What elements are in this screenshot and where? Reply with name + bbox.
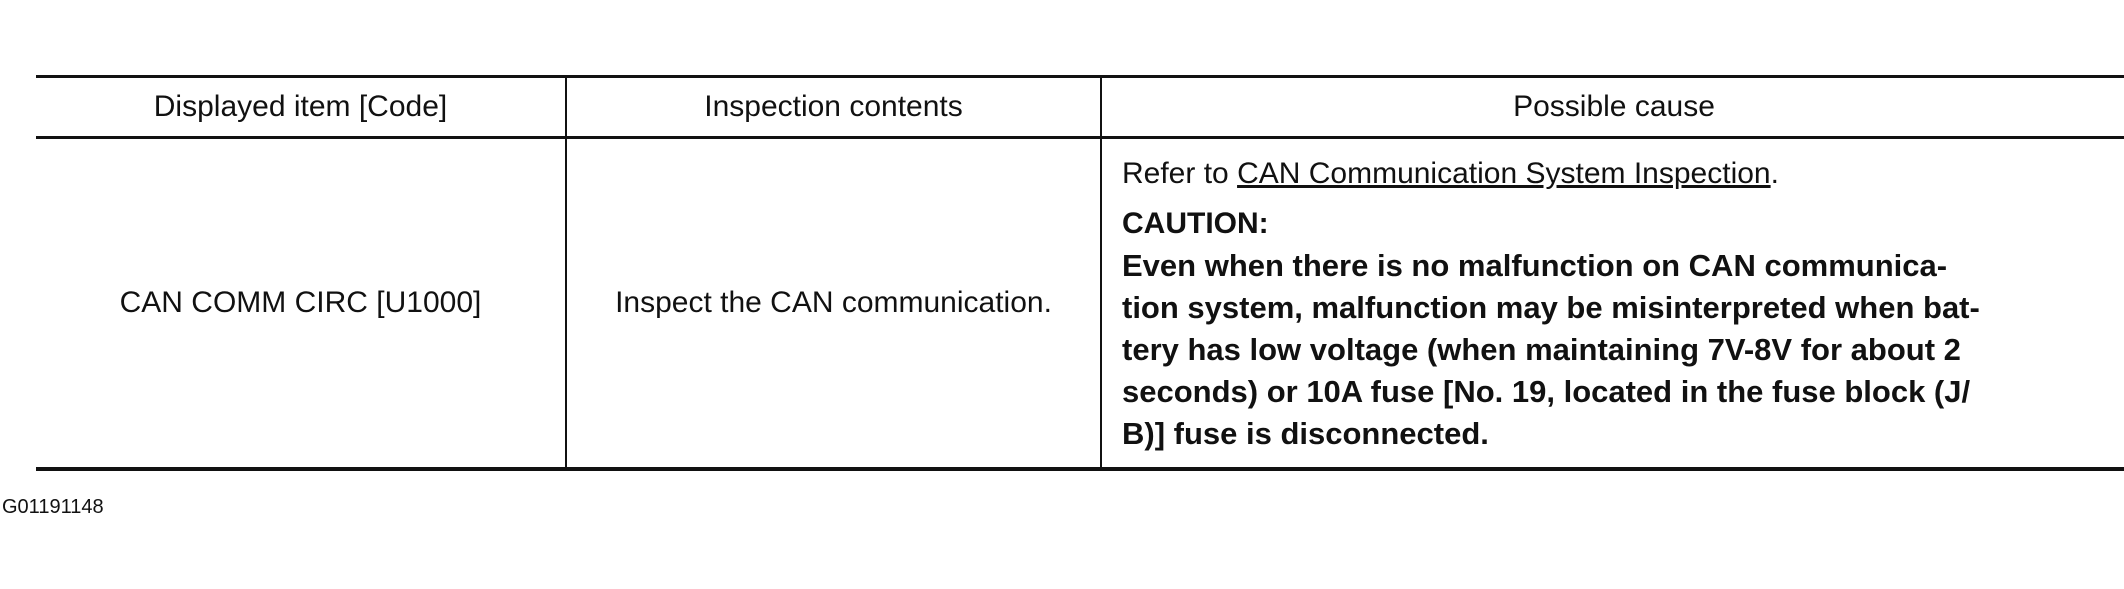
can-inspection-link[interactable]: CAN Communication System Inspection [1237, 157, 1771, 190]
header-possible-cause: Possible cause [1100, 76, 2124, 138]
inspection-contents-cell: Inspect the CAN communication. [565, 137, 1101, 469]
reference-suffix: . [1770, 157, 1779, 190]
table-row: CAN COMM CIRC [U1000] Inspect the CAN co… [36, 137, 2124, 469]
cause-reference: Refer to CAN Communication System Inspec… [1122, 155, 2110, 193]
displayed-item-cell: CAN COMM CIRC [U1000] [119, 286, 482, 319]
possible-cause-cell: Refer to CAN Communication System Inspec… [1100, 137, 2124, 469]
caution-line: seconds) or 10A fuse [No. 19, located in… [1122, 374, 1971, 409]
table-header: Displayed item [Code] Inspection content… [36, 76, 2124, 138]
caution-line: B)] fuse is disconnected. [1122, 416, 1489, 451]
caution-title: CAUTION: [1122, 207, 1269, 240]
caution-line: Even when there is no malfunction on CAN… [1122, 248, 1948, 283]
header-inspection-contents: Inspection contents [565, 76, 1101, 138]
diagnosis-table-container: Displayed item [Code] Inspection content… [36, 75, 2124, 471]
header-row: Displayed item [Code] Inspection content… [36, 76, 2124, 138]
header-displayed-item: Displayed item [Code] [153, 90, 448, 123]
reference-prefix: Refer to [1122, 157, 1238, 190]
diagnosis-table: Displayed item [Code] Inspection content… [36, 75, 2124, 471]
caution-line: tion system, malfunction may be misinter… [1122, 290, 1980, 325]
table-body: CAN COMM CIRC [U1000] Inspect the CAN co… [36, 137, 2124, 469]
figure-id: G01191148 [2, 496, 104, 518]
caution-text: Even when there is no malfunction on CAN… [1122, 245, 2110, 455]
caution-line: tery has low voltage (when maintaining 7… [1122, 332, 1961, 367]
